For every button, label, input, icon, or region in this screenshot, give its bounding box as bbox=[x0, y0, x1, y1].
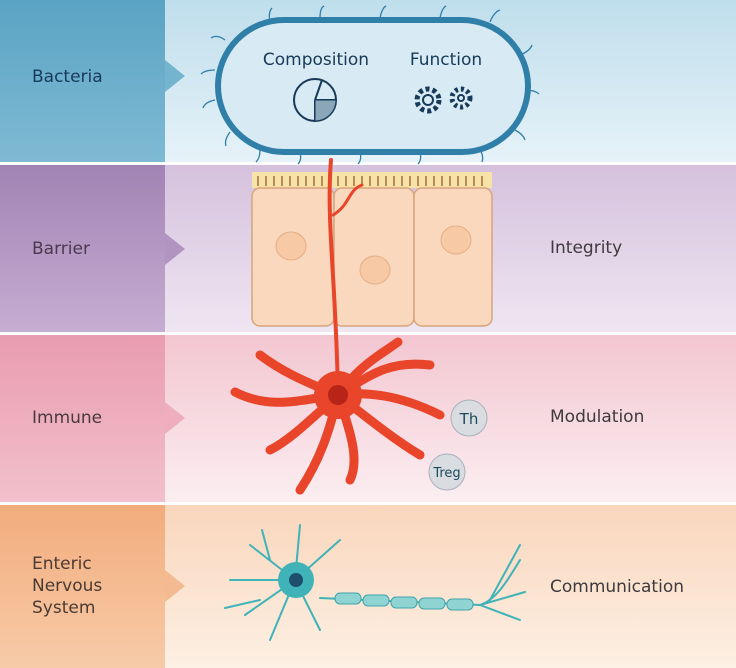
bacterium-illustration: Composition Function bbox=[200, 5, 540, 165]
composition-label: Composition bbox=[263, 50, 369, 70]
outcome-label: Communication bbox=[550, 577, 684, 597]
arrow-notch bbox=[165, 402, 185, 434]
barrier-label-panel bbox=[0, 165, 165, 332]
bacteria-label-panel bbox=[0, 0, 165, 162]
row-label: Barrier bbox=[32, 239, 90, 259]
arrow-notch bbox=[165, 60, 185, 92]
outcome-label: Modulation bbox=[550, 407, 645, 427]
bacterium-body bbox=[215, 17, 531, 155]
label-line: Nervous bbox=[32, 576, 103, 596]
treg-cell: Treg bbox=[428, 453, 466, 491]
arrow-notch bbox=[165, 233, 185, 265]
neuron-illustration bbox=[224, 524, 526, 641]
th-cell: Th bbox=[450, 399, 488, 437]
th-cell-label: Th bbox=[459, 410, 479, 428]
row-enteric-nervous-system: Enteric Nervous System Communication bbox=[0, 505, 736, 668]
label-line: System bbox=[32, 598, 96, 618]
dendritic-cell-illustration bbox=[230, 158, 445, 495]
epithelial-barrier-illustration bbox=[251, 172, 493, 327]
row-label: Immune bbox=[32, 408, 103, 428]
outcome-label: Integrity bbox=[550, 238, 623, 258]
label-line: Enteric bbox=[32, 554, 92, 574]
arrow-notch bbox=[165, 570, 185, 602]
ens-label-panel bbox=[0, 505, 165, 668]
immune-label-panel bbox=[0, 335, 165, 502]
pie-chart-icon bbox=[293, 78, 337, 122]
row-label: Bacteria bbox=[32, 67, 103, 87]
treg-cell-label: Treg bbox=[432, 466, 460, 481]
row-label: Enteric Nervous System bbox=[32, 553, 102, 619]
function-label: Function bbox=[410, 50, 482, 70]
gears-icon bbox=[414, 86, 473, 114]
